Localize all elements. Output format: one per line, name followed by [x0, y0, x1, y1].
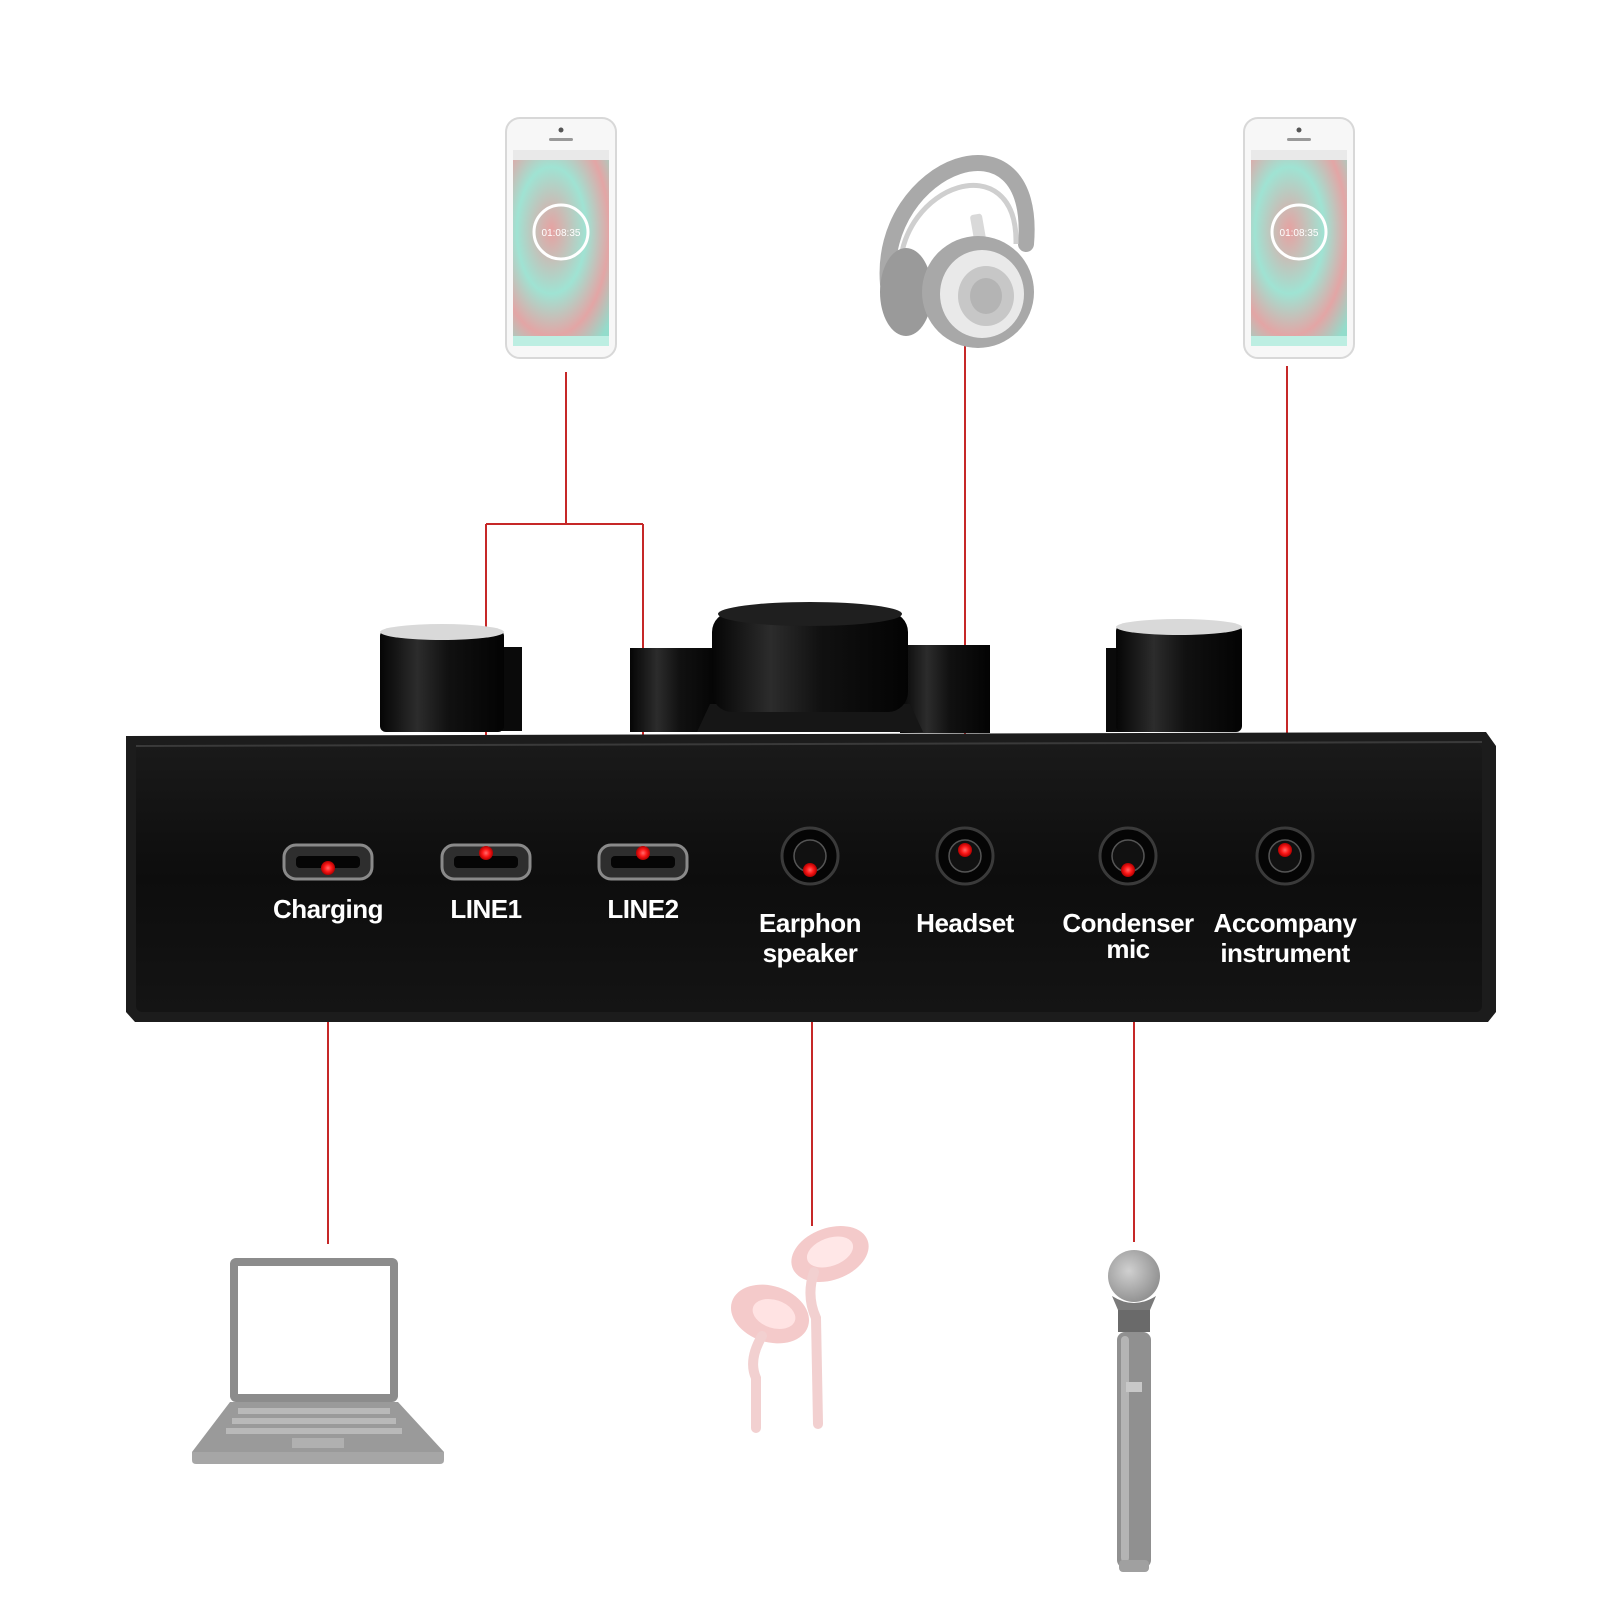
port-label-charging-line-1: Charging	[273, 894, 383, 924]
port-label-condenser-mic-line-2: mic	[1106, 934, 1149, 964]
port-slot	[454, 856, 518, 868]
port-indicator-dot	[1278, 843, 1292, 857]
device-knobs	[380, 602, 1242, 733]
volume-knob-right[interactable]	[1106, 619, 1242, 732]
port-label-accompany-instrument-line-2: instrument	[1220, 938, 1350, 968]
earphones-icon	[730, 1225, 869, 1433]
port-line1[interactable]: LINE1	[440, 843, 532, 924]
port-label-condenser-mic-line-1: Condenser	[1062, 908, 1194, 938]
port-label-line1-line-1: LINE1	[450, 894, 521, 924]
keyboard	[226, 1408, 402, 1434]
port-label-headset-line-1: Headset	[916, 908, 1014, 938]
port-label-earphon-speaker-line-1: Earphon	[759, 908, 861, 938]
port-label-accompany-instrument-line-1: Accompany	[1214, 908, 1358, 938]
phone-screen-time: 01:08:35	[1280, 228, 1319, 239]
port-indicator-dot	[1121, 863, 1135, 877]
main-volume-knob[interactable]	[697, 602, 923, 732]
port-indicator-dot	[321, 861, 335, 875]
volume-knob-left[interactable]	[380, 624, 522, 732]
port-label-line2-line-1: LINE2	[607, 894, 678, 924]
port-indicator-dot	[479, 846, 493, 860]
port-charging[interactable]: Charging	[273, 843, 384, 924]
port-indicator-dot	[958, 843, 972, 857]
microphone-icon	[1108, 1250, 1160, 1572]
port-label-earphon-speaker-line-2: speaker	[763, 938, 858, 968]
line-phone-left-to-line-ports	[485, 372, 644, 852]
port-line2[interactable]: LINE2	[597, 843, 689, 924]
smartphone-icon: 01:08:35	[1243, 117, 1355, 359]
port-headset[interactable]: Headset	[916, 826, 1015, 938]
headphones-icon	[879, 155, 1035, 348]
smartphone-icon: 01:08:35	[505, 117, 617, 359]
laptop-icon	[192, 1258, 444, 1464]
port-slot	[611, 856, 675, 868]
port-indicator-dot	[803, 863, 817, 877]
port-indicator-dot	[636, 846, 650, 860]
phone-screen-time: 01:08:35	[542, 228, 581, 239]
